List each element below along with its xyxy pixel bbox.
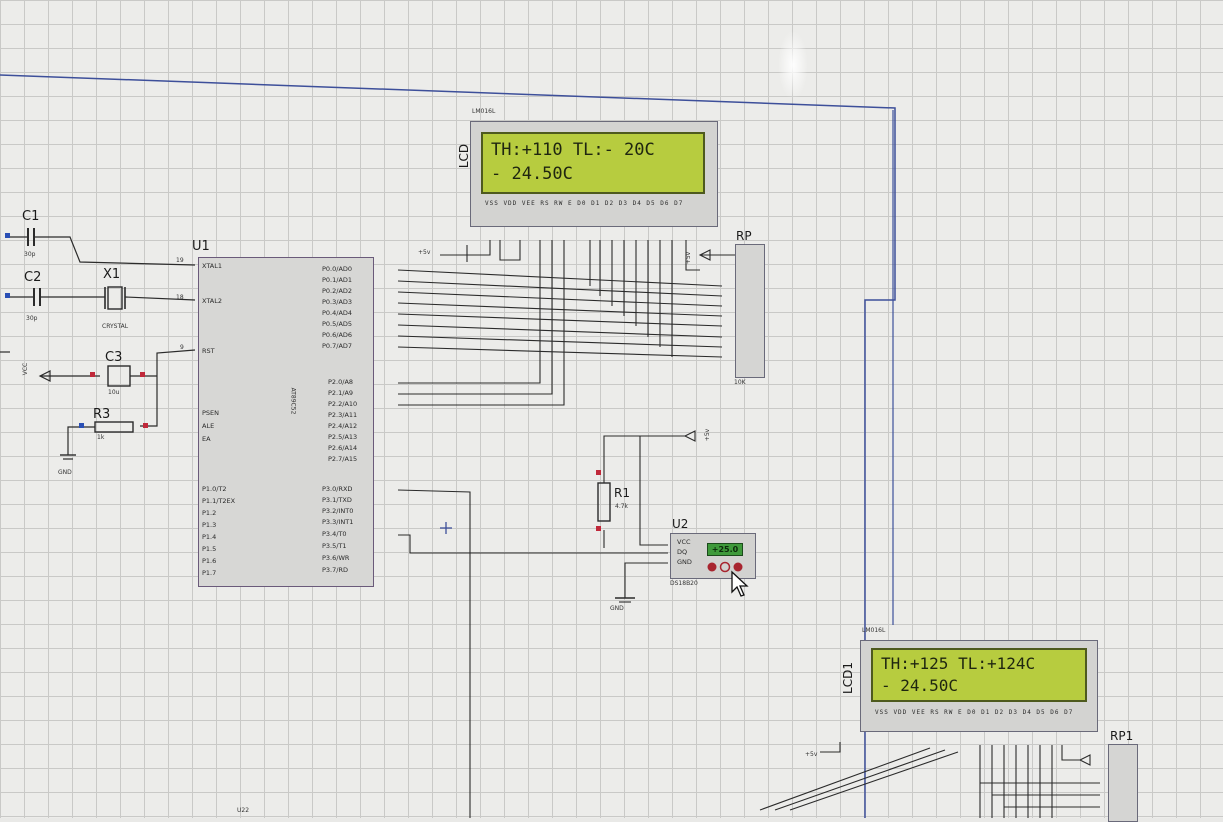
pin-num-18: 18: [176, 294, 184, 301]
lcd-pin-labels: VSS VDD VEE RS RW E D0 D1 D2 D3 D4 D5 D6…: [485, 200, 684, 207]
pin-p1-7[interactable]: P1.7: [202, 569, 217, 577]
lcd-screen: TH:+110 TL:- 20C - 24.50C: [481, 132, 705, 194]
pin-p3-1[interactable]: P3.1/TXD: [322, 496, 352, 504]
pin-p1-5[interactable]: P1.5: [202, 545, 217, 553]
u2-part: DS18B20: [670, 580, 698, 587]
pin-p0-7[interactable]: P0.7/AD7: [322, 342, 353, 350]
pin-xtal2[interactable]: XTAL2: [202, 297, 223, 305]
lcd1-screen: TH:+125 TL:+124C - 24.50C: [871, 648, 1087, 702]
c3-ref[interactable]: C3: [105, 350, 123, 365]
pin-p0-3[interactable]: P0.3/AD3: [322, 298, 353, 306]
blue-bus-wire: [0, 74, 896, 818]
r1-ref[interactable]: R1: [614, 486, 630, 500]
r3-value: 1k: [97, 434, 105, 441]
u2-sensor[interactable]: VCC DQ GND +25.0: [670, 533, 756, 579]
rp-value: 10K: [734, 379, 746, 386]
pin-p2-4[interactable]: P2.4/A12: [328, 422, 358, 430]
gnd-label: GND: [58, 469, 72, 476]
r1-supply-label: +5v: [704, 428, 712, 442]
pin-p0-2[interactable]: P0.2/AD2: [322, 287, 353, 295]
mouse-cursor-icon: [731, 570, 749, 597]
pin-p2-1[interactable]: P2.1/A9: [328, 389, 354, 397]
pin-p1-4[interactable]: P1.4: [202, 533, 217, 541]
lcd1-module[interactable]: TH:+125 TL:+124C - 24.50C VSS VDD VEE RS…: [860, 640, 1098, 732]
pin-p2-0[interactable]: P2.0/A8: [328, 378, 354, 386]
pin-p3-3[interactable]: P3.3/INT1: [322, 518, 354, 526]
pin-p2-2[interactable]: P2.2/A10: [328, 400, 358, 408]
u2-pin-gnd: GND: [677, 558, 692, 566]
pin-p1-1[interactable]: P1.1/T2EX: [202, 497, 236, 505]
lcd1-supply-label: +5v: [805, 751, 818, 758]
pin-ea[interactable]: EA: [202, 435, 211, 443]
u1-ref[interactable]: U1: [192, 239, 210, 254]
vcc-label: VCC: [22, 362, 30, 376]
pin-p2-7[interactable]: P2.7/A15: [328, 455, 358, 463]
rp-supply-label: +5v: [685, 251, 693, 265]
c1-ref[interactable]: C1: [22, 209, 40, 224]
rp-ref[interactable]: RP: [736, 229, 752, 243]
lcd1-line-1: TH:+125 TL:+124C: [881, 654, 1036, 673]
pin-p3-6[interactable]: P3.6/WR: [322, 554, 350, 562]
pin-psen[interactable]: PSEN: [202, 409, 220, 417]
u2-ref[interactable]: U2: [672, 517, 689, 531]
pin-p3-2[interactable]: P3.2/INT0: [322, 507, 354, 515]
pin-p1-3[interactable]: P1.3: [202, 521, 217, 529]
pin-p3-7[interactable]: P3.7/RD: [322, 566, 348, 574]
pin-p2-6[interactable]: P2.6/A14: [328, 444, 358, 452]
lcd-part: LM016L: [472, 108, 496, 115]
pin-ale[interactable]: ALE: [202, 422, 215, 430]
pin-p1-6[interactable]: P1.6: [202, 557, 217, 565]
x1-value: CRYSTAL: [102, 323, 129, 330]
pin-num-9: 9: [180, 344, 184, 351]
u1-chip[interactable]: AT89C52: [198, 257, 374, 587]
lcd1-ref[interactable]: LCD1: [840, 662, 855, 694]
pin-xtal1[interactable]: XTAL1: [202, 262, 223, 270]
rp-pack[interactable]: [735, 244, 765, 378]
bottom-ref-label: U22: [237, 807, 250, 814]
pin-p2-3[interactable]: P2.3/A11: [328, 411, 358, 419]
lcd1-part: LM016L: [862, 627, 886, 634]
lcd-line-1: TH:+110 TL:- 20C: [491, 140, 655, 160]
pin-p1-2[interactable]: P1.2: [202, 509, 217, 517]
u2-temp-display: +25.0: [707, 543, 743, 556]
pin-p2-5[interactable]: P2.5/A13: [328, 433, 358, 441]
pin-p0-5[interactable]: P0.5/AD5: [322, 320, 353, 328]
pin-p3-5[interactable]: P3.5/T1: [322, 542, 347, 550]
pin-p0-0[interactable]: P0.0/AD0: [322, 265, 353, 273]
c1-value: 30p: [24, 251, 36, 258]
pin-rst[interactable]: RST: [202, 347, 215, 355]
lcd-supply-label: +5v: [418, 249, 431, 256]
screen-glare: [778, 30, 808, 100]
lcd-ref[interactable]: LCD: [457, 143, 472, 169]
lcd-line-2: - 24.50C: [491, 164, 573, 184]
pin-p3-4[interactable]: P3.4/T0: [322, 530, 347, 538]
u2-pin-vcc: VCC: [677, 538, 691, 546]
x1-ref[interactable]: X1: [103, 267, 121, 282]
pin-p3-0[interactable]: P3.0/RXD: [322, 485, 353, 493]
c2-ref[interactable]: C2: [24, 270, 42, 285]
pin-p1-0[interactable]: P1.0/T2: [202, 485, 227, 493]
pin-p0-4[interactable]: P0.4/AD4: [322, 309, 353, 317]
pin-p0-1[interactable]: P0.1/AD1: [322, 276, 353, 284]
lcd1-pin-labels: VSS VDD VEE RS RW E D0 D1 D2 D3 D4 D5 D6…: [875, 709, 1074, 716]
pin-markers: [5, 233, 601, 531]
rp1-ref[interactable]: RP1: [1110, 729, 1134, 743]
pin-num-19: 19: [176, 257, 184, 264]
c3-value: 10u: [108, 389, 120, 396]
rp1-pack[interactable]: [1108, 744, 1138, 822]
lcd-module[interactable]: TH:+110 TL:- 20C - 24.50C VSS VDD VEE RS…: [470, 121, 718, 227]
r1-value: 4.7k: [615, 503, 629, 510]
r3-ref[interactable]: R3: [93, 407, 111, 422]
gnd-label-2: GND: [610, 605, 624, 612]
c2-value: 30p: [26, 315, 38, 322]
u1-part: AT89C52: [289, 387, 297, 415]
lcd1-line-2: - 24.50C: [881, 676, 959, 695]
u2-pin-dq: DQ: [677, 548, 688, 556]
pin-p0-6[interactable]: P0.6/AD6: [322, 331, 353, 339]
u2-adjust-buttons[interactable]: [705, 560, 745, 574]
